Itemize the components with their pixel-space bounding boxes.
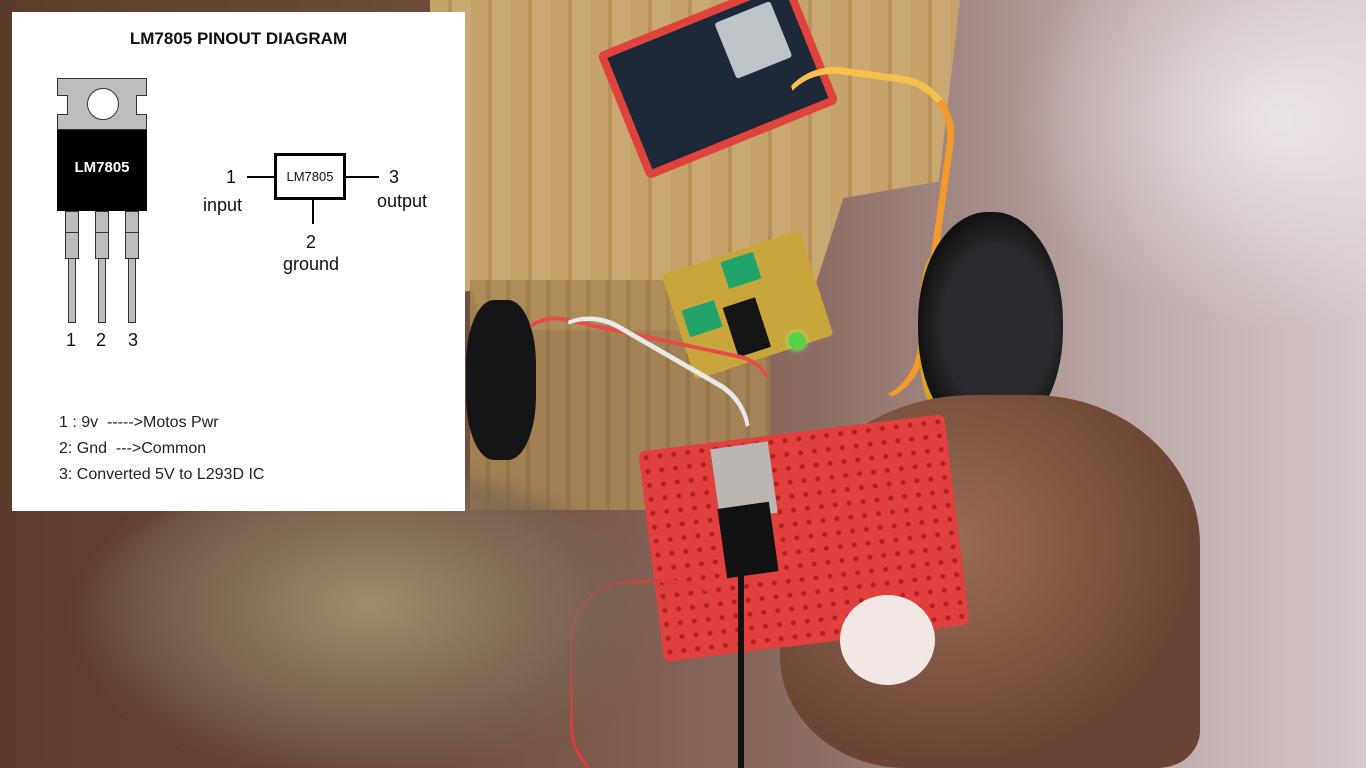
pin-number: 3: [127, 330, 138, 350]
pin-2: [95, 211, 109, 323]
screw-terminal: [681, 300, 723, 338]
note-line: 2: Gnd --->Common: [59, 440, 207, 457]
package-label: LM7805: [57, 130, 147, 211]
pin1-name: input: [203, 195, 243, 215]
tab-notch: [136, 95, 147, 115]
tab-notch: [57, 95, 68, 115]
heatsink-tab: [57, 78, 147, 130]
note-line: 3: Converted 5V to L293D IC: [59, 466, 265, 483]
input-lead: [247, 176, 274, 178]
wheel-left: [466, 300, 536, 460]
pinout-overlay: LM7805 PINOUT DIAGRAM LM7805 1 2 3 LM780…: [12, 12, 465, 511]
note-line: 1 : 9v ----->Motos Pwr: [59, 414, 219, 431]
regulator-symbol: LM7805: [274, 153, 346, 200]
thumbnail: [840, 595, 935, 685]
wifi-module: [714, 0, 793, 80]
pin3-number: 3: [389, 167, 400, 187]
pin2-number: 2: [306, 232, 317, 252]
pin-1: [65, 211, 79, 323]
pin-3: [125, 211, 139, 323]
ground-lead: [312, 200, 314, 224]
mounting-hole: [87, 88, 119, 120]
overlay-title: LM7805 PINOUT DIAGRAM: [129, 29, 348, 48]
pin-notes: 1 : 9v ----->Motos Pwr 2: Gnd --->Common 3…: [59, 410, 264, 488]
l293d-chip: [722, 297, 772, 358]
power-led: [788, 332, 806, 350]
pin-number: 2: [95, 330, 106, 350]
output-lead: [346, 176, 379, 178]
pin3-name: output: [377, 191, 428, 211]
wire-black: [738, 560, 744, 768]
pin1-number: 1: [226, 167, 237, 187]
pin-number: 1: [65, 330, 76, 350]
blurred-hand: [80, 470, 660, 768]
regulator-body: [717, 501, 779, 579]
screw-terminal: [720, 251, 762, 289]
pin2-name: ground: [283, 254, 340, 274]
